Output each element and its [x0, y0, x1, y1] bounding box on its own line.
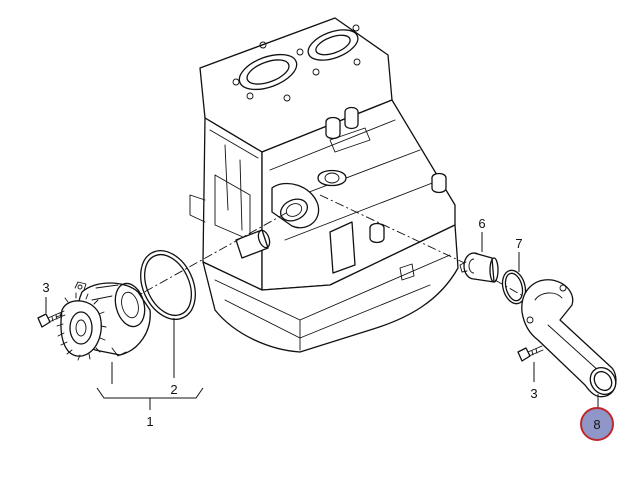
- callout-7: 7: [515, 236, 522, 251]
- thermostat[interactable]: [459, 252, 499, 283]
- callout-1: 1: [146, 414, 153, 429]
- thermostat-o-ring[interactable]: [499, 268, 529, 307]
- callout-6: 6: [478, 216, 485, 231]
- assembly-centre-lines: [129, 194, 531, 301]
- callout-8-badge: [580, 407, 614, 441]
- callout-3-left: 3: [42, 280, 49, 295]
- engine-block: [189, 17, 459, 353]
- callout-3-right: 3: [530, 386, 537, 401]
- coolant-flange[interactable]: [521, 279, 621, 400]
- bolt-right[interactable]: [517, 345, 544, 362]
- pump-o-ring[interactable]: [130, 242, 206, 328]
- bolt-left[interactable]: [37, 310, 66, 328]
- callout-labels: 1 2 3 6 7 3 8: [42, 216, 614, 441]
- water-pump[interactable]: [55, 280, 151, 361]
- callout-8: 8: [593, 417, 600, 432]
- callout-8-highlight[interactable]: 8: [580, 407, 614, 441]
- callout-2: 2: [170, 382, 177, 397]
- leader-lines: [45, 232, 599, 410]
